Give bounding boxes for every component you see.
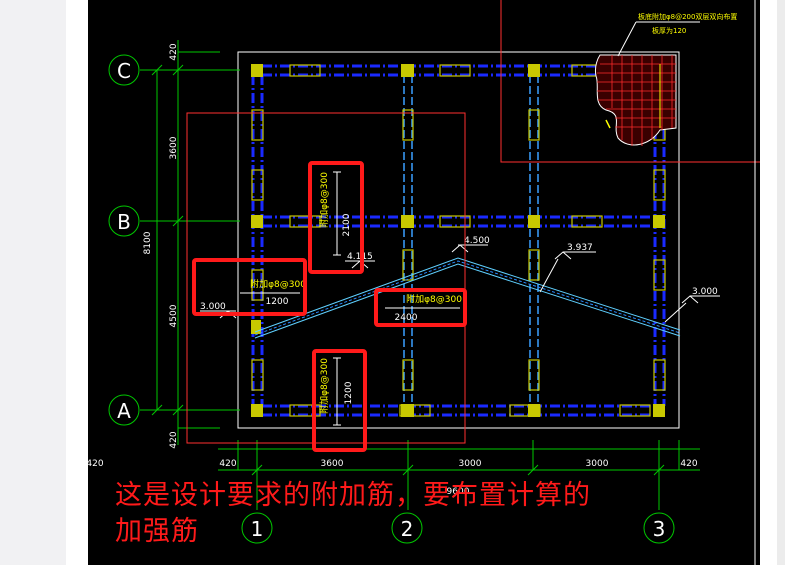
- rebar-annotation-2: 附加φ8@300 1200: [240, 278, 306, 307]
- svg-text:2400: 2400: [395, 313, 418, 323]
- left-gutter: [0, 0, 66, 565]
- svg-text:附加φ8@300: 附加φ8@300: [318, 358, 330, 414]
- scrollbar[interactable]: [777, 0, 785, 565]
- rebar-annotation-4: 附加φ8@300 1200: [318, 357, 354, 426]
- axis-bubble-a: A: [108, 394, 140, 426]
- svg-text:板底附加φ8@200双层双向布置: 板底附加φ8@200双层双向布置: [638, 12, 737, 21]
- svg-text:4500: 4500: [169, 304, 179, 327]
- svg-text:9600: 9600: [447, 487, 470, 497]
- svg-text:4.500: 4.500: [464, 236, 490, 246]
- svg-text:1200: 1200: [266, 297, 289, 307]
- caption-line-1: 这是设计要求的附加筋，要布置计算的: [115, 480, 591, 511]
- svg-text:420: 420: [169, 43, 179, 60]
- grid-lines: [140, 40, 700, 510]
- axis-bubble-1: 1: [241, 512, 273, 544]
- svg-text:1: 1: [251, 517, 264, 541]
- slab-note: 板底附加φ8@200双层双向布置 板厚为120: [638, 12, 737, 35]
- axis-bubble-2: 2: [391, 512, 423, 544]
- highlight-box-4: [312, 349, 367, 452]
- svg-text:3: 3: [653, 517, 666, 541]
- slab-detail: [595, 21, 700, 146]
- axis-bubble-c: C: [108, 54, 140, 86]
- svg-text:2100: 2100: [342, 213, 352, 236]
- caption-line-2: 加强筋: [115, 516, 199, 547]
- highlight-box-3: [374, 288, 467, 327]
- highlight-boxes: [192, 161, 467, 452]
- highlight-box-1: [308, 161, 364, 274]
- rebar-annotation-3: 附加φ8@300 2400: [385, 293, 462, 323]
- svg-text:3000: 3000: [459, 459, 482, 469]
- svg-text:3.937: 3.937: [567, 243, 593, 253]
- svg-text:附加φ8@300: 附加φ8@300: [250, 278, 306, 290]
- svg-text:4.115: 4.115: [347, 252, 373, 262]
- axis-bubble-3: 3: [643, 512, 675, 544]
- svg-text:附加φ8@300: 附加φ8@300: [406, 293, 462, 305]
- structural-drawing: C B A 1 2 3 420 3600 8100 4500 420 420 3…: [88, 0, 760, 565]
- svg-text:3600: 3600: [169, 136, 179, 159]
- interior-beams: [403, 75, 539, 406]
- svg-text:附加φ8@300: 附加φ8@300: [318, 172, 330, 228]
- svg-text:3000: 3000: [586, 459, 609, 469]
- svg-text:3.000: 3.000: [692, 287, 718, 297]
- elevation-labels: 3.000 4.115 4.500 3.937 3.000: [200, 236, 718, 312]
- svg-text:420: 420: [169, 431, 179, 448]
- svg-text:420: 420: [88, 459, 104, 469]
- svg-text:1200: 1200: [344, 381, 354, 404]
- svg-text:C: C: [117, 59, 131, 83]
- svg-text:420: 420: [219, 459, 236, 469]
- svg-text:3.000: 3.000: [200, 302, 226, 312]
- annotation-caption: 这是设计要求的附加筋，要布置计算的 加强筋: [115, 478, 715, 550]
- highlight-box-2: [192, 258, 307, 316]
- rebar-annotation-1: 附加φ8@300 2100: [318, 171, 352, 256]
- beams: [251, 64, 666, 417]
- dimension-texts: 420 3600 8100 4500 420 420 3600 3000 300…: [88, 43, 698, 497]
- svg-text:2: 2: [401, 517, 414, 541]
- roof-ridge: [254, 257, 681, 339]
- slab-outline: [237, 51, 680, 429]
- wall-segments: [251, 64, 666, 417]
- svg-text:A: A: [117, 399, 131, 423]
- svg-text:8100: 8100: [143, 231, 153, 254]
- svg-text:板厚为120: 板厚为120: [652, 26, 686, 35]
- svg-text:B: B: [117, 210, 131, 234]
- svg-text:420: 420: [680, 459, 697, 469]
- svg-text:3600: 3600: [321, 459, 344, 469]
- reference-frames: [186, 0, 760, 444]
- left-panel: [66, 0, 88, 565]
- axis-bubble-b: B: [108, 205, 140, 237]
- cad-canvas[interactable]: C B A 1 2 3 420 3600 8100 4500 420 420 3…: [88, 0, 760, 565]
